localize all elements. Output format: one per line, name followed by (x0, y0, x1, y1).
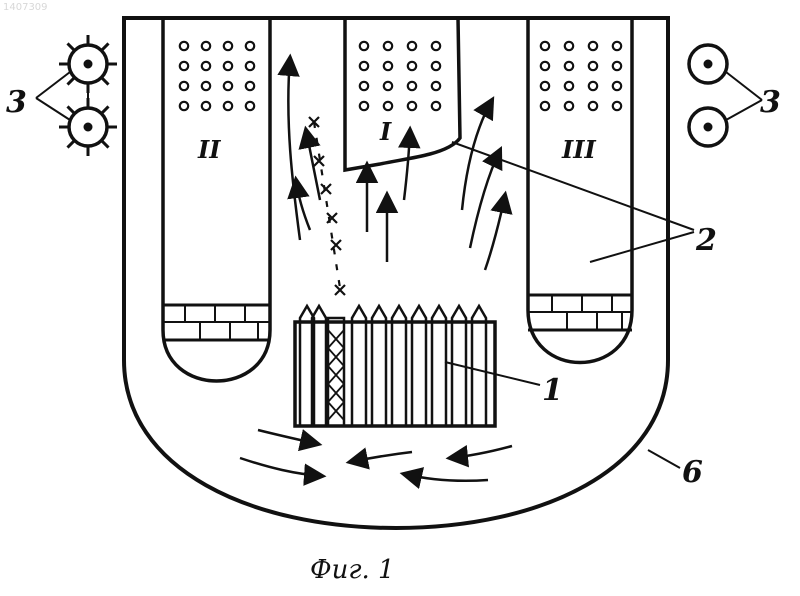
hole (408, 82, 416, 90)
hole (246, 62, 254, 70)
hole (408, 42, 416, 50)
compartment-ii-label: II (197, 135, 221, 164)
hole (408, 62, 416, 70)
hole (589, 102, 597, 110)
hole (541, 42, 549, 50)
fuel-rod (352, 306, 366, 426)
hole (589, 82, 597, 90)
gear-tooth (101, 77, 108, 84)
leader-lines-left (36, 72, 70, 120)
hole (589, 62, 597, 70)
archive-stamp: 1407309 (3, 2, 48, 13)
label-vessel: 6 (682, 455, 703, 490)
hole (246, 102, 254, 110)
figure-caption: Фиг. 1 (310, 555, 395, 585)
hole (565, 102, 573, 110)
compartment-iii-label: III (561, 135, 596, 164)
hole (384, 82, 392, 90)
circulation-arrows (240, 430, 512, 481)
compartment-iii-hole-grid (541, 42, 621, 110)
hole (224, 102, 232, 110)
compartment-ii (163, 18, 270, 381)
hole (589, 42, 597, 50)
hole (384, 62, 392, 70)
gear-tooth (101, 140, 108, 147)
core-hatched-channel (328, 318, 344, 426)
hole (613, 82, 621, 90)
hole (541, 82, 549, 90)
compartment-i (345, 18, 460, 170)
hole (432, 82, 440, 90)
gear-tooth (101, 106, 108, 113)
hole (360, 102, 368, 110)
label-core: 1 (542, 373, 563, 408)
hole (224, 62, 232, 70)
hole (408, 102, 416, 110)
hole (180, 82, 188, 90)
hole (202, 102, 210, 110)
hole (360, 62, 368, 70)
fuel-rod (432, 306, 446, 426)
dashed-trajectory (309, 117, 345, 295)
fuel-rod (372, 306, 386, 426)
fuel-rod (472, 306, 486, 426)
label-drives-left: 3 (6, 85, 27, 120)
hole (202, 82, 210, 90)
hole (180, 62, 188, 70)
fuel-rod (392, 306, 406, 426)
hole (613, 102, 621, 110)
gear-tooth (101, 43, 108, 50)
gear-tooth (67, 140, 74, 147)
hole (565, 82, 573, 90)
gear-tooth (67, 43, 74, 50)
hole (246, 42, 254, 50)
hole (613, 42, 621, 50)
hole (202, 62, 210, 70)
hole (613, 62, 621, 70)
hole (541, 62, 549, 70)
gear-tooth (67, 77, 74, 84)
hole (224, 42, 232, 50)
hole (202, 42, 210, 50)
hole (432, 62, 440, 70)
leader-line-core (445, 362, 540, 385)
compartment-i-label: I (379, 117, 392, 146)
hole (224, 82, 232, 90)
hole (360, 42, 368, 50)
leader-lines-right (726, 72, 762, 120)
compartment-i-hole-grid (360, 42, 440, 110)
hole (565, 42, 573, 50)
compartment-iii-brick-layer (528, 295, 632, 330)
hole (384, 42, 392, 50)
compartment-ii-hole-grid (180, 42, 254, 110)
hole (246, 82, 254, 90)
hole (565, 62, 573, 70)
vessel-outline (124, 18, 668, 528)
hole (432, 42, 440, 50)
leader-line-vessel (648, 450, 680, 468)
fuel-rod (412, 306, 426, 426)
label-assemblies: 2 (695, 223, 717, 258)
hole (432, 102, 440, 110)
hole (360, 82, 368, 90)
gear-tooth (67, 106, 74, 113)
compartment-ii-brick-layer (163, 305, 270, 340)
drive-pulley-lower (689, 108, 727, 146)
hole (180, 42, 188, 50)
hole (541, 102, 549, 110)
hole (180, 102, 188, 110)
label-drives-right: 3 (760, 85, 781, 120)
hole (384, 102, 392, 110)
drive-pulley-upper (689, 45, 727, 83)
